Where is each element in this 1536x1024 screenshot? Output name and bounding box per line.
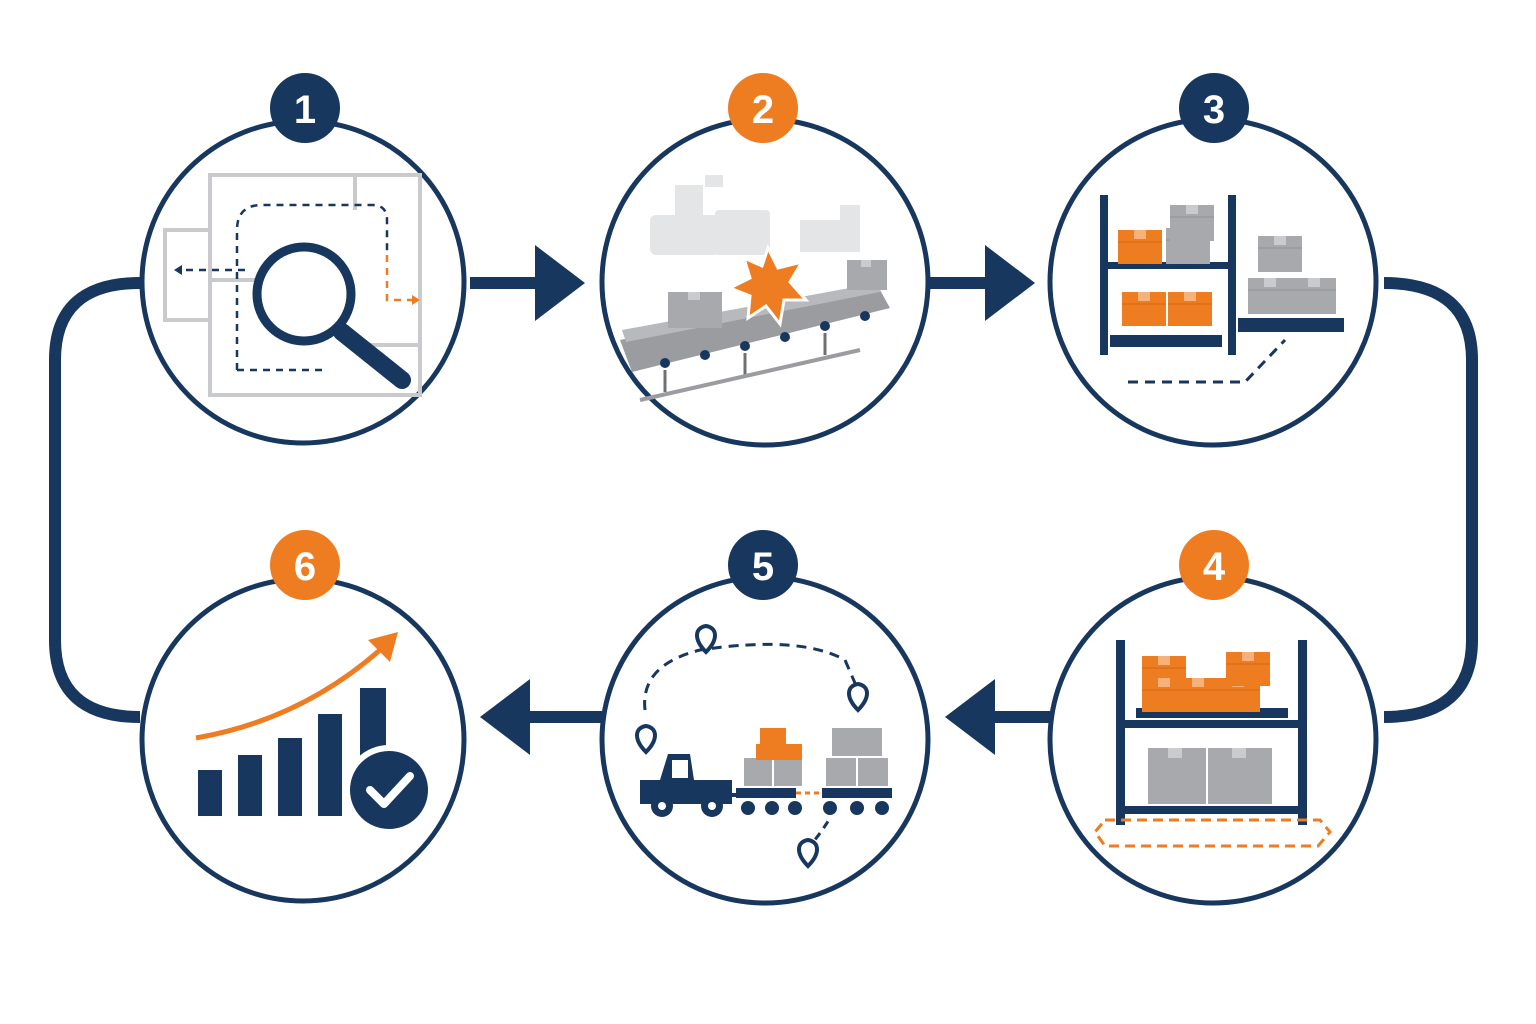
reorganized-shelf-icon [1093, 640, 1332, 848]
flow-connectors [49, 277, 1478, 723]
step-6-badge: 6 [270, 530, 340, 600]
loop-connector-right [1383, 277, 1478, 723]
step-2-badge: 2 [728, 73, 798, 143]
racking-pallets-icon [1100, 195, 1344, 384]
location-pin-icon [635, 623, 869, 869]
flow-arrowheads [480, 245, 1035, 755]
loop-connector-left [49, 277, 141, 723]
step-6: 6 [139, 530, 467, 904]
step-2-number: 2 [752, 88, 774, 132]
step-5-badge: 5 [728, 530, 798, 600]
growth-chart-check-icon [195, 632, 434, 835]
step-4: 4 [1047, 530, 1379, 906]
arrowhead-2-to-3 [985, 245, 1035, 321]
bottleneck-burst-icon [726, 244, 810, 328]
conveyor-bottleneck-icon [620, 175, 890, 402]
step-5-number: 5 [752, 545, 774, 589]
step-5: 5 [599, 530, 931, 906]
step-6-number: 6 [294, 545, 316, 589]
tugger-vehicle [640, 754, 732, 817]
step-3-number: 3 [1203, 88, 1225, 132]
arrowhead-1-to-2 [535, 245, 585, 321]
checkmark-icon [344, 745, 434, 835]
route-tugger-train-icon [635, 623, 892, 869]
arrowhead-4-to-5 [945, 679, 995, 755]
step-3: 3 [1047, 73, 1379, 448]
step-2: 2 [599, 73, 931, 448]
step-4-number: 4 [1203, 545, 1226, 589]
arrowhead-5-to-6 [480, 679, 530, 755]
step-1-number: 1 [294, 88, 316, 132]
step-1-badge: 1 [270, 73, 340, 143]
step-3-badge: 3 [1179, 73, 1249, 143]
floor-plan-magnifier-icon [163, 173, 422, 397]
step-4-badge: 4 [1179, 530, 1249, 600]
step-1: 1 [139, 73, 467, 446]
